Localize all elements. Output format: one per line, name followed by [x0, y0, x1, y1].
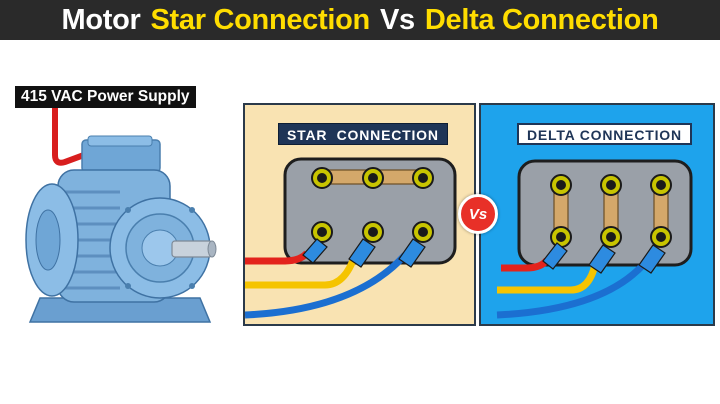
supply-cable	[52, 102, 95, 166]
vs-icon: Vs	[458, 194, 498, 234]
terminal-icon	[412, 167, 434, 189]
star-connection-label: STAR CONNECTION	[278, 123, 448, 145]
terminal-icon	[412, 221, 434, 243]
terminal-icon	[362, 221, 384, 243]
delta-connection-label: DELTA CONNECTION	[517, 123, 692, 145]
lug-icon	[588, 244, 616, 274]
wire-yellow	[497, 264, 599, 294]
terminal-icon	[600, 174, 622, 196]
terminal-icon	[650, 226, 672, 248]
lug-icon	[302, 238, 328, 264]
terminal-icon	[311, 221, 333, 243]
title-word-star: Star Connection	[150, 3, 371, 36]
delta-connection-panel: DELTA CONNECTION	[479, 103, 715, 326]
lug-icon	[638, 244, 666, 274]
lug-icon	[348, 238, 376, 268]
terminal-icon	[550, 174, 572, 196]
lug-icon	[542, 242, 568, 270]
terminal-icon	[362, 167, 384, 189]
star-diagram	[245, 157, 457, 319]
wire-blue	[496, 262, 646, 319]
star-connection-panel: STAR CONNECTION	[243, 103, 476, 326]
title-word-vs: Vs	[379, 3, 415, 36]
terminal-icon	[650, 174, 672, 196]
delta-diagram	[496, 159, 693, 319]
terminal-icon	[600, 226, 622, 248]
wire-blue	[245, 252, 408, 319]
motor-shaft	[171, 240, 213, 258]
supply-label: 415 VAC Power Supply	[15, 86, 196, 108]
motor-icon	[25, 102, 217, 323]
terminal-icon	[311, 167, 333, 189]
lug-icon	[398, 238, 426, 268]
terminal-icon	[550, 226, 572, 248]
title-word-motor: Motor	[61, 3, 141, 36]
title-word-delta: Delta Connection	[424, 3, 659, 36]
page-title: Motor Star Connection Vs Delta Connectio…	[0, 0, 720, 40]
